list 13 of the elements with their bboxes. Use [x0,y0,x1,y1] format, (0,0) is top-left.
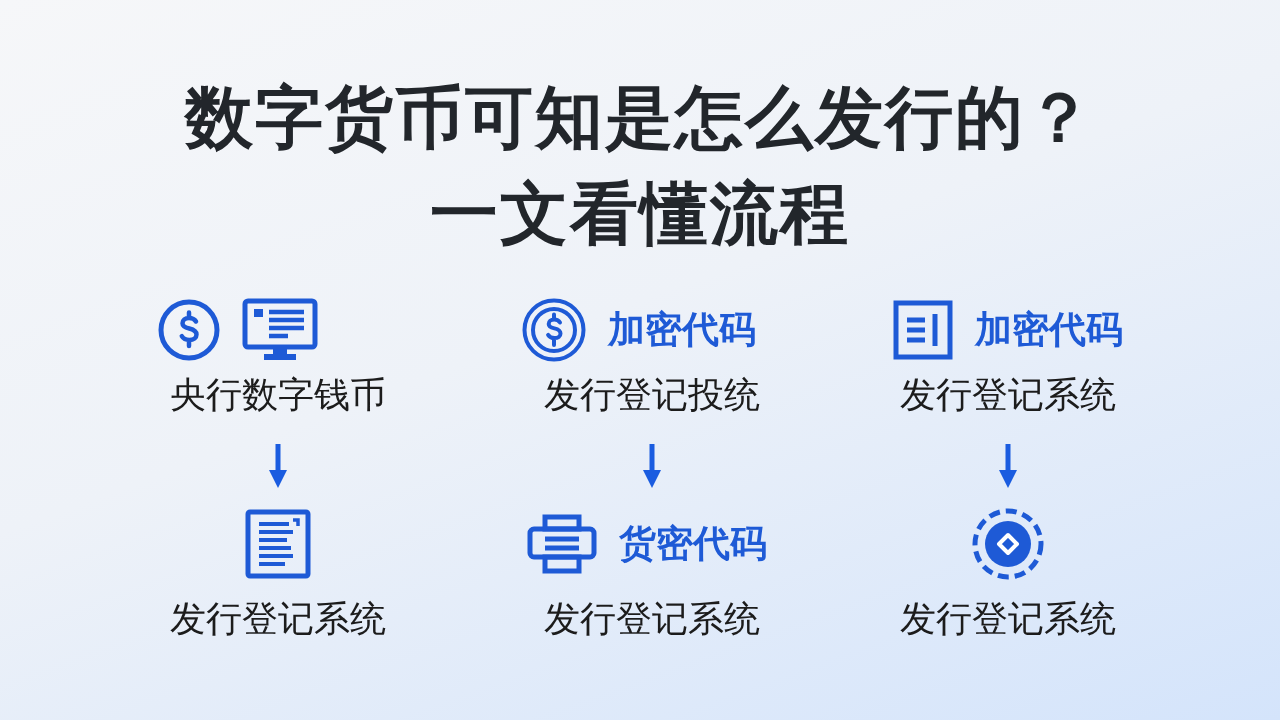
step-label: 发行登记投统 [544,374,760,416]
step-heading: 加密代码 [975,308,1123,352]
step-heading: 加密代码 [608,308,756,352]
step-label: 发行登记系统 [170,598,386,640]
arrow [269,444,287,488]
arrow [643,444,661,488]
step-label: 发行登记系统 [900,598,1116,640]
step-label: 发行登记系统 [900,374,1116,416]
step-label: 发行登记系统 [544,598,760,640]
step-heading: 货密代码 [619,522,767,566]
title: 数字货币可知是怎么发行的？一文看懂流程 [183,77,1096,255]
arrow [999,444,1017,488]
step-label: 央行数字钱币 [170,374,386,416]
